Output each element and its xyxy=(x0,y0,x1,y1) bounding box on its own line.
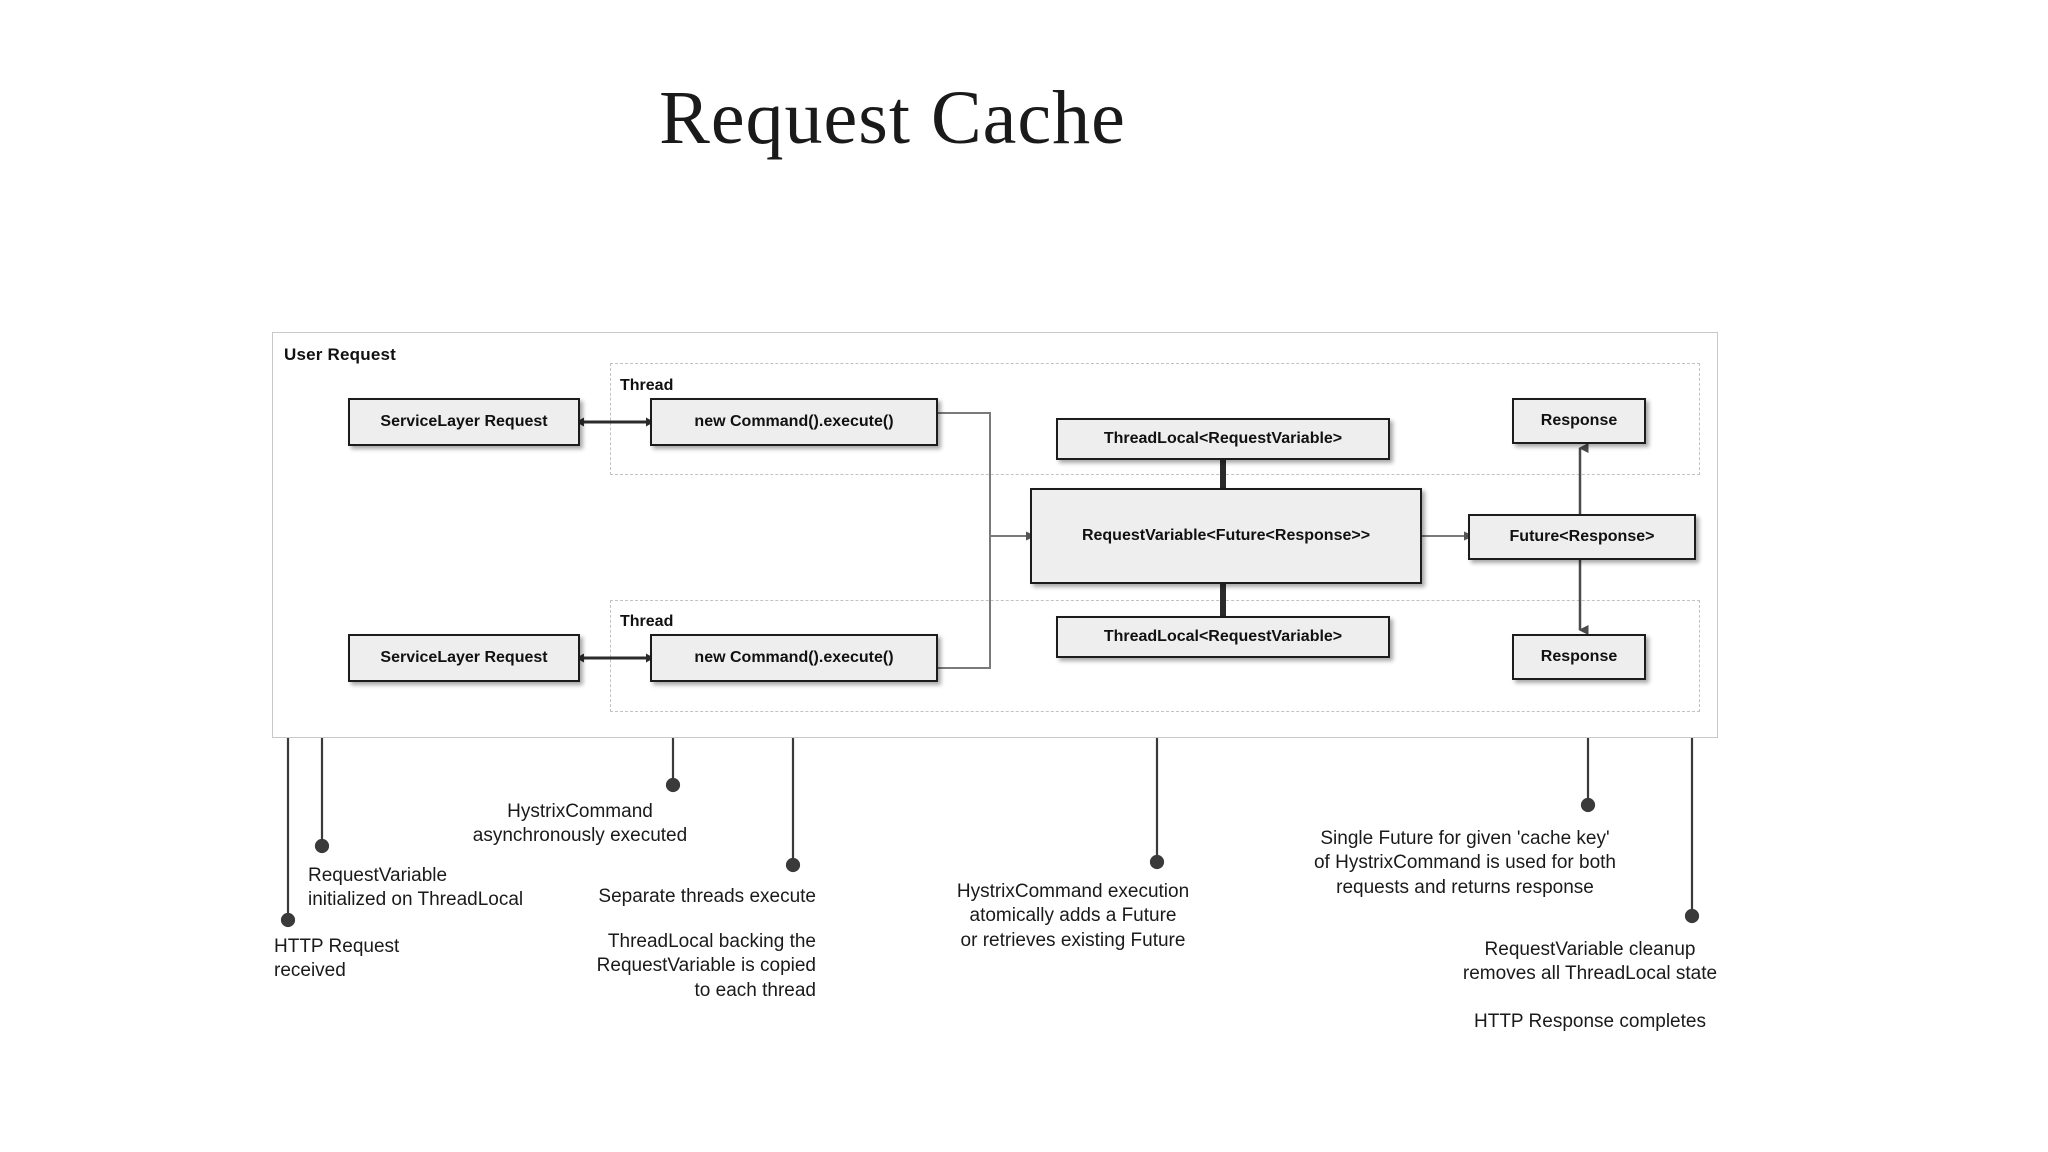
annotation-hystrixcommand-execution: HystrixCommand execution atomically adds… xyxy=(956,881,1190,951)
thread-lane-top-label: Thread xyxy=(620,377,674,394)
thread-lane-bottom-label: Thread xyxy=(620,613,674,630)
node-future-response[interactable]: Future<Response> xyxy=(1468,514,1696,560)
user-request-label: User Request xyxy=(284,345,396,364)
annotation-threadlocal-copied: ThreadLocal backing the RequestVariable … xyxy=(596,931,816,1001)
node-response-bottom[interactable]: Response xyxy=(1512,634,1646,680)
node-requestvariable-future-response[interactable]: RequestVariable<Future<Response>> xyxy=(1030,488,1422,584)
node-response-top[interactable]: Response xyxy=(1512,398,1646,444)
annotation-requestvariable-initialized: RequestVariable initialized on ThreadLoc… xyxy=(308,865,524,911)
annotation-requestvariable-cleanup: RequestVariable cleanup removes all Thre… xyxy=(1462,939,1718,985)
annotation-separate-threads: Separate threads execute xyxy=(598,886,816,907)
node-threadlocal-requestvariable-bottom[interactable]: ThreadLocal<RequestVariable> xyxy=(1056,616,1390,658)
annotation-http-response-completes: HTTP Response completes xyxy=(1474,1011,1706,1032)
annotation-single-future: Single Future for given 'cache key' of H… xyxy=(1313,828,1616,898)
annotation-hystrixcommand-async: HystrixCommand asynchronously executed xyxy=(472,801,688,847)
node-servicelayer-request-top[interactable]: ServiceLayer Request xyxy=(348,398,580,446)
node-servicelayer-request-bottom[interactable]: ServiceLayer Request xyxy=(348,634,580,682)
node-new-command-execute-top[interactable]: new Command().execute() xyxy=(650,398,938,446)
page-title: Request Cache xyxy=(659,76,1126,160)
annotation-http-request: HTTP Request received xyxy=(274,936,400,982)
node-threadlocal-requestvariable-top[interactable]: ThreadLocal<RequestVariable> xyxy=(1056,418,1390,460)
node-new-command-execute-bottom[interactable]: new Command().execute() xyxy=(650,634,938,682)
